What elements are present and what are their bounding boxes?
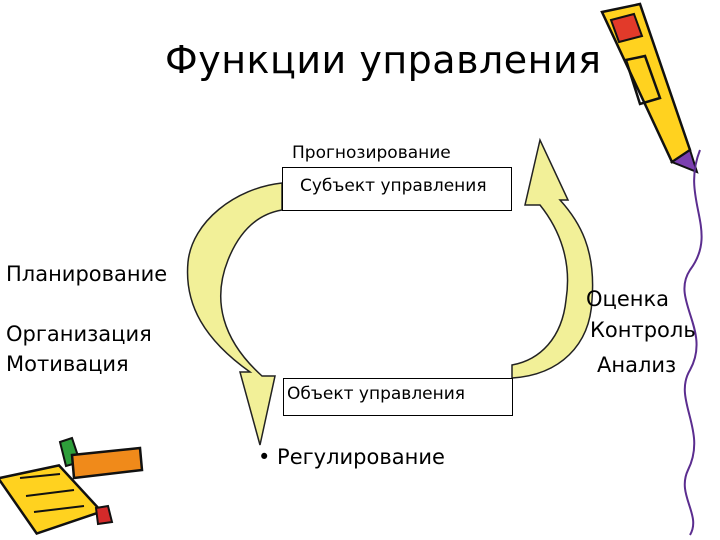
- crayons-icon: [0, 436, 144, 535]
- right-cycle-arrow: [511, 137, 594, 379]
- organization-label: Организация: [6, 322, 152, 346]
- object-box: [283, 378, 513, 416]
- page-title: Функции управления: [165, 38, 602, 82]
- motivation-label: Мотивация: [6, 352, 129, 376]
- analysis-label: Анализ: [597, 353, 677, 377]
- object-label: Объект управления: [287, 384, 466, 404]
- control-label: Контроль: [590, 318, 696, 342]
- subject-label: Субъект управления: [300, 176, 487, 196]
- evaluation-label: Оценка: [586, 287, 670, 311]
- forecast-label: Прогнозирование: [292, 143, 451, 163]
- squiggle-line: [683, 149, 703, 536]
- regulation-label: • Регулирование: [258, 445, 445, 469]
- planning-label: Планирование: [6, 262, 168, 286]
- pencil-icon: [600, 2, 699, 174]
- subject-box: [282, 167, 512, 211]
- left-cycle-arrow: [186, 182, 283, 446]
